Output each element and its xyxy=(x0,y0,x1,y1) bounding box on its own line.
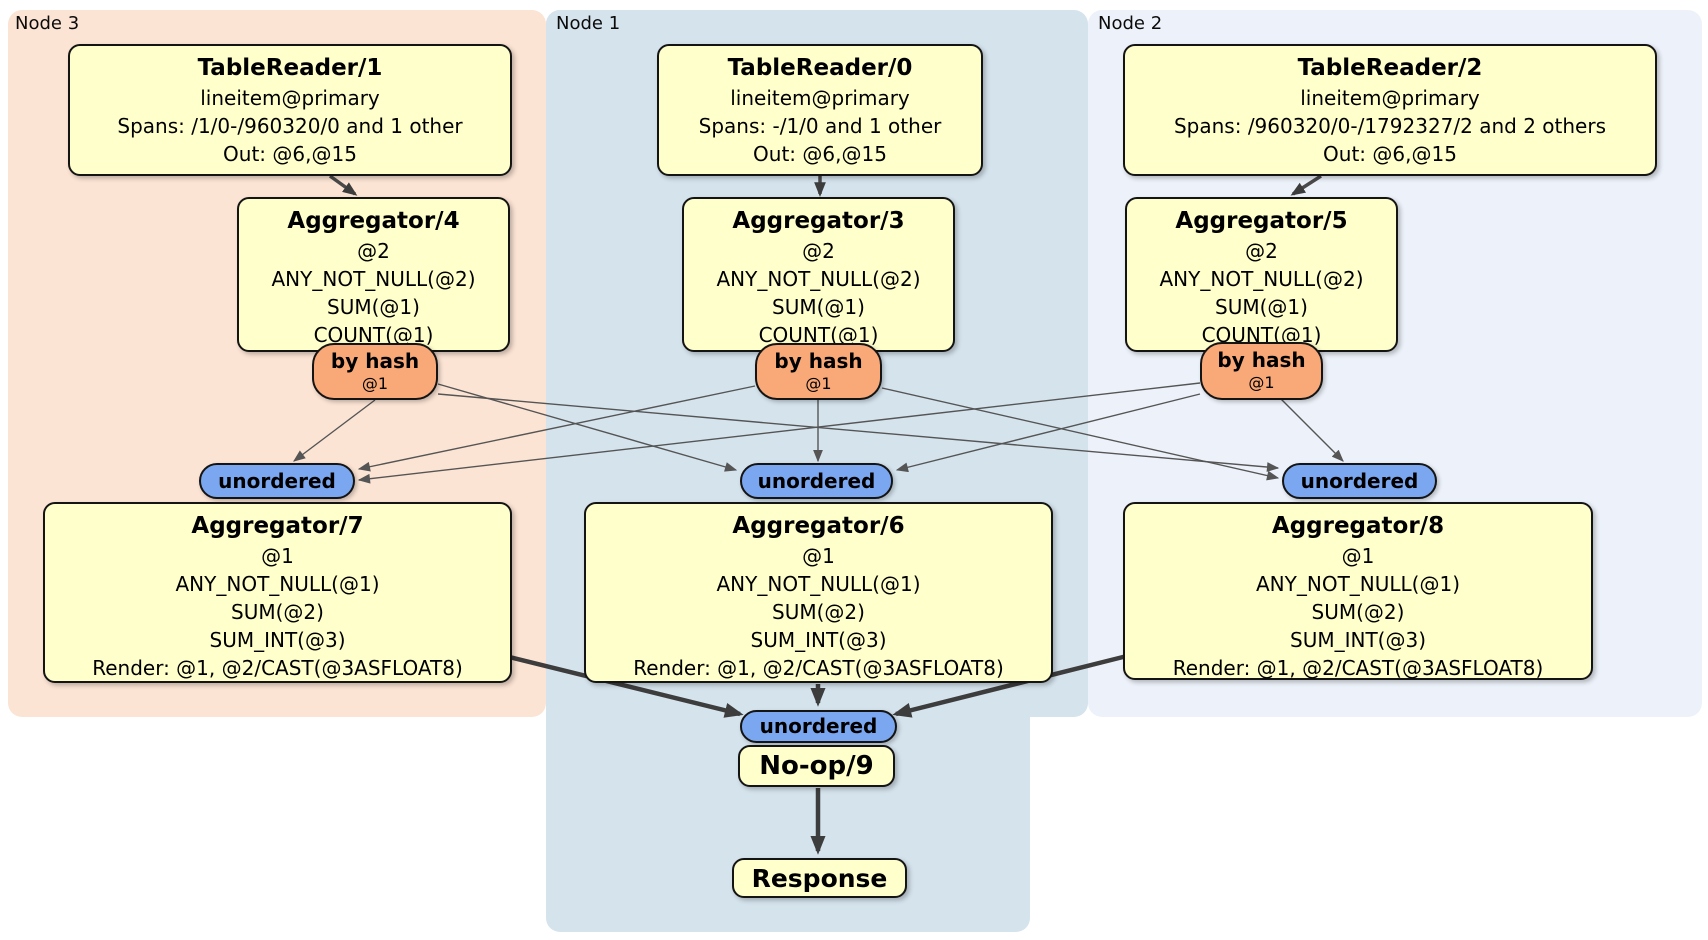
processor-title: Aggregator/6 xyxy=(732,513,905,539)
processor-aggregator-4: Aggregator/4 @2 ANY_NOT_NULL(@2) SUM(@1)… xyxy=(237,197,510,352)
processor-detail: ANY_NOT_NULL(@2) xyxy=(716,267,921,291)
sync-label: unordered xyxy=(757,469,876,493)
sync-label: unordered xyxy=(218,469,336,493)
processor-title: TableReader/0 xyxy=(727,55,913,81)
unordered-sync-node1: unordered xyxy=(740,463,893,499)
node2-label: Node 2 xyxy=(1098,13,1163,34)
processor-detail: SUM(@1) xyxy=(327,295,420,319)
processor-detail: Out: @6,@15 xyxy=(753,142,887,166)
processor-detail: Render: @1, @2/CAST(@3ASFLOAT8) xyxy=(633,656,1004,680)
processor-title: TableReader/2 xyxy=(1297,55,1483,81)
processor-title: Aggregator/5 xyxy=(1175,208,1348,234)
processor-detail: SUM(@2) xyxy=(772,600,865,624)
processor-aggregator-7: Aggregator/7 @1 ANY_NOT_NULL(@1) SUM(@2)… xyxy=(43,502,512,683)
processor-detail: Out: @6,@15 xyxy=(223,142,357,166)
processor-detail: @2 xyxy=(357,239,390,263)
processor-title: No-op/9 xyxy=(759,751,874,781)
processor-detail: SUM_INT(@3) xyxy=(750,628,887,652)
processor-detail: @2 xyxy=(1245,239,1278,263)
processor-detail: SUM_INT(@3) xyxy=(1290,628,1426,652)
edge-agg7-to-final-sync xyxy=(504,653,744,718)
unordered-sync-final: unordered xyxy=(740,710,897,743)
router-columns: @1 xyxy=(1248,373,1275,392)
processor-aggregator-8: Aggregator/8 @1 ANY_NOT_NULL(@1) SUM(@2)… xyxy=(1123,502,1593,680)
router-columns: @1 xyxy=(805,374,832,393)
processor-detail: @1 xyxy=(1341,544,1375,568)
processor-detail: lineitem@primary xyxy=(1300,86,1480,110)
processor-detail: Out: @6,@15 xyxy=(1323,142,1457,166)
processor-tablereader-0: TableReader/0 lineitem@primary Spans: -/… xyxy=(657,44,983,176)
edge-tr2-to-agg5 xyxy=(1290,174,1322,196)
processor-tablereader-1: TableReader/1 lineitem@primary Spans: /1… xyxy=(68,44,512,176)
processor-detail: SUM_INT(@3) xyxy=(209,628,346,652)
processor-detail: lineitem@primary xyxy=(730,86,910,110)
processor-title: Aggregator/7 xyxy=(191,513,364,539)
processor-noop-9: No-op/9 xyxy=(738,745,895,787)
processor-aggregator-3: Aggregator/3 @2 ANY_NOT_NULL(@2) SUM(@1)… xyxy=(682,197,955,352)
router-label: by hash xyxy=(330,349,420,373)
processor-detail: ANY_NOT_NULL(@1) xyxy=(175,572,380,596)
node3-label: Node 3 xyxy=(15,13,80,34)
node1-label: Node 1 xyxy=(556,13,621,34)
processor-detail: SUM(@2) xyxy=(231,600,324,624)
processor-detail: ANY_NOT_NULL(@1) xyxy=(716,572,921,596)
response-box: Response xyxy=(732,858,907,898)
sync-label: unordered xyxy=(1300,469,1419,493)
edge-router5-to-sync2 xyxy=(1280,398,1344,462)
processor-detail: Render: @1, @2/CAST(@3ASFLOAT8) xyxy=(1172,656,1544,680)
edge-tr1-to-agg4 xyxy=(328,174,358,196)
edge-agg8-to-final-sync xyxy=(892,653,1128,718)
hash-router-3: by hash @1 xyxy=(755,343,882,400)
processor-title: Response xyxy=(751,863,888,893)
edge-router3-to-sync2 xyxy=(881,387,1280,481)
processor-detail: SUM(@2) xyxy=(1311,600,1405,624)
processor-title: TableReader/1 xyxy=(197,55,383,81)
edge-router4-to-sync1 xyxy=(437,383,738,472)
router-columns: @1 xyxy=(361,374,389,393)
processor-detail: @2 xyxy=(802,239,835,263)
hash-router-4: by hash @1 xyxy=(312,343,438,400)
processor-detail: Spans: /1/0-/960320/0 and 1 other xyxy=(117,114,463,138)
processor-detail: Render: @1, @2/CAST(@3ASFLOAT8) xyxy=(92,656,463,680)
processor-tablereader-2: TableReader/2 lineitem@primary Spans: /9… xyxy=(1123,44,1657,176)
edge-router4-to-sync2 xyxy=(437,393,1280,472)
sync-label: unordered xyxy=(759,714,878,738)
processor-detail: ANY_NOT_NULL(@1) xyxy=(1256,572,1460,596)
router-label: by hash xyxy=(1217,348,1306,372)
processor-detail: ANY_NOT_NULL(@2) xyxy=(271,267,476,291)
processor-detail: SUM(@1) xyxy=(772,295,865,319)
unordered-sync-node3: unordered xyxy=(199,463,355,499)
processor-detail: SUM(@1) xyxy=(1215,295,1308,319)
edge-router5-to-sync1 xyxy=(895,393,1201,473)
processor-title: Aggregator/3 xyxy=(732,208,905,234)
unordered-sync-node2: unordered xyxy=(1282,463,1437,499)
edge-router4-to-sync3 xyxy=(293,399,376,462)
processor-detail: @1 xyxy=(802,544,835,568)
processor-title: Aggregator/4 xyxy=(287,208,460,234)
processor-aggregator-6: Aggregator/6 @1 ANY_NOT_NULL(@1) SUM(@2)… xyxy=(584,502,1053,683)
processor-detail: Spans: /960320/0-/1792327/2 and 2 others xyxy=(1173,114,1606,138)
processor-title: Aggregator/8 xyxy=(1271,513,1445,539)
edge-router5-to-sync3 xyxy=(357,382,1201,484)
hash-router-5: by hash @1 xyxy=(1200,342,1323,400)
processor-detail: Spans: -/1/0 and 1 other xyxy=(698,114,942,138)
router-label: by hash xyxy=(774,349,863,373)
processor-detail: lineitem@primary xyxy=(200,86,380,110)
processor-aggregator-5: Aggregator/5 @2 ANY_NOT_NULL(@2) SUM(@1)… xyxy=(1125,197,1398,352)
processor-detail: @1 xyxy=(261,544,294,568)
processor-detail: ANY_NOT_NULL(@2) xyxy=(1159,267,1364,291)
edge-router3-to-sync3 xyxy=(357,385,756,472)
